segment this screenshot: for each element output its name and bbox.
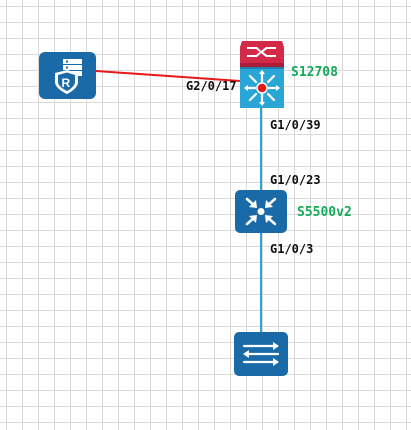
- aggregation-switch-icon: [235, 190, 287, 233]
- port-label-core-g2-0-17: G2/0/17: [186, 79, 237, 93]
- svg-text:R: R: [62, 76, 71, 90]
- core-switch-icon: [240, 41, 284, 108]
- aggregation-hostname: S5500v2: [297, 205, 352, 220]
- access-switch-icon: [234, 332, 288, 376]
- port-label-core-g1-0-39: G1/0/39: [270, 118, 321, 132]
- aggregation-switch-node[interactable]: [235, 190, 287, 233]
- link-server-core[interactable]: [95, 70, 241, 82]
- port-label-aggregation-g1-0-23: G1/0/23: [270, 173, 321, 187]
- core-hostname: S12708: [291, 65, 338, 80]
- server-node[interactable]: R: [39, 52, 96, 99]
- access-switch-node[interactable]: [234, 332, 288, 376]
- server-icon: R: [39, 52, 96, 99]
- core-switch-node[interactable]: [238, 38, 285, 108]
- port-label-aggregation-g1-0-3: G1/0/3: [270, 242, 314, 256]
